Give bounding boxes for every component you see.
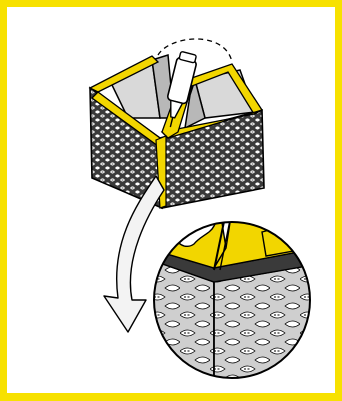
zoom-tape-left: [140, 200, 226, 268]
zoom-detail-circle: [140, 200, 330, 400]
zoom-fabric-right: [214, 262, 330, 400]
zoom-tape-flap: [262, 222, 310, 256]
